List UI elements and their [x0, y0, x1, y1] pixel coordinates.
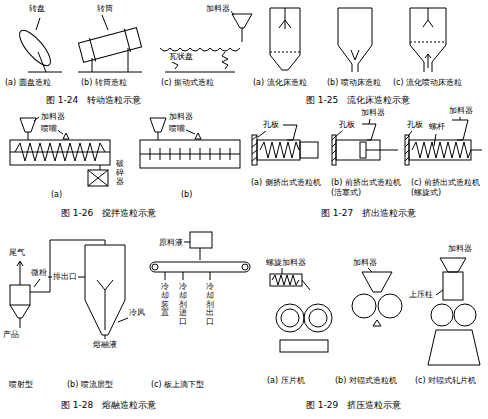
sub-caption: (b) 前挤出式造粒机(活塞式)	[330, 178, 406, 197]
part-label: 螺旋加料器	[265, 258, 307, 268]
disc-granulator	[15, 18, 62, 72]
part-label: (b) 喷动床造粒	[326, 78, 382, 88]
part-label: 喷嘴	[40, 124, 58, 134]
part-label: 孔板	[262, 120, 280, 130]
part-label: 加料器	[360, 108, 386, 118]
part-label: (b) 喷流层型	[66, 380, 114, 390]
part-label: 孔板	[406, 120, 424, 130]
figure-caption: 图 1-27 挤出造粒示意	[320, 208, 417, 219]
part-label: 加料器	[40, 112, 66, 122]
part-label: (a) 流化床造粒	[252, 78, 308, 88]
part-label: (a) 压片机	[266, 376, 306, 386]
figure-caption: 图 1-24 转动造粒示意	[45, 95, 142, 106]
figure-caption: 图 1-29 挤压造粒示意	[305, 400, 402, 411]
part-label: 喷嘴	[168, 124, 186, 134]
part-label: (a)	[50, 190, 63, 200]
vertical-label: 破碎器	[116, 160, 124, 186]
press-granulators	[270, 258, 480, 365]
part-label: 加料器	[352, 258, 378, 268]
part-label: 熔融液	[92, 340, 118, 350]
part-label: 加料器	[205, 4, 231, 14]
figure-caption: 图 1-26 搅拌造粒示意	[60, 208, 157, 219]
part-label: 冷风	[128, 308, 146, 318]
part-label: 加料器	[448, 106, 474, 116]
drum-granulator	[78, 15, 142, 72]
extruders	[252, 117, 482, 165]
part-label: (b) 转筒造粒	[80, 78, 128, 88]
part-label: (c) 流化喷动床造粒	[392, 78, 463, 88]
fluidized-bed-vessels	[270, 8, 446, 72]
vertical-label: 冷却剂出口	[206, 283, 214, 327]
part-label: 孔板	[338, 120, 356, 130]
sub-caption: (c) 前挤出式造粒机(螺旋式)	[410, 178, 486, 197]
part-label: 喷射型	[8, 380, 34, 390]
part-label: (b)	[180, 190, 193, 200]
part-label: 上压柱	[408, 290, 434, 300]
part-label: (c) 板上滴下型	[150, 380, 205, 390]
vertical-label: 冷却装置	[161, 283, 169, 318]
vibrating-trough	[160, 9, 252, 72]
part-label: 瓦状盘	[168, 52, 194, 62]
stirring-granulators	[10, 117, 240, 186]
part-label: 转盘	[28, 4, 46, 14]
part-label: (b) 对辊式造粒机	[334, 376, 398, 386]
part-label: 微粉	[30, 268, 48, 278]
part-label: 转筒	[96, 4, 114, 14]
figure-caption: 图 1-28 熔融造粒示意	[60, 400, 157, 411]
part-label: 原料液	[158, 238, 184, 248]
part-label: (c) 对辊式轧片机	[414, 376, 477, 386]
part-label: 排出口	[52, 272, 78, 282]
part-label: 加料器	[447, 244, 473, 254]
part-label: 产品	[2, 330, 20, 340]
figure-caption: 图 1-25 流化床造粒示意	[305, 95, 411, 106]
melt-granulators	[10, 232, 250, 339]
part-label: (c) 振动式造粒	[160, 78, 215, 88]
part-label: 尾气	[8, 248, 26, 258]
sub-caption: (a) 侧挤出式造粒机	[250, 178, 332, 188]
part-label: 螺杆	[428, 122, 446, 132]
vertical-label: 冷却剂进口	[179, 283, 187, 327]
part-label: 加料器	[168, 112, 194, 122]
part-label: (a) 圆盘造粒	[4, 78, 52, 88]
